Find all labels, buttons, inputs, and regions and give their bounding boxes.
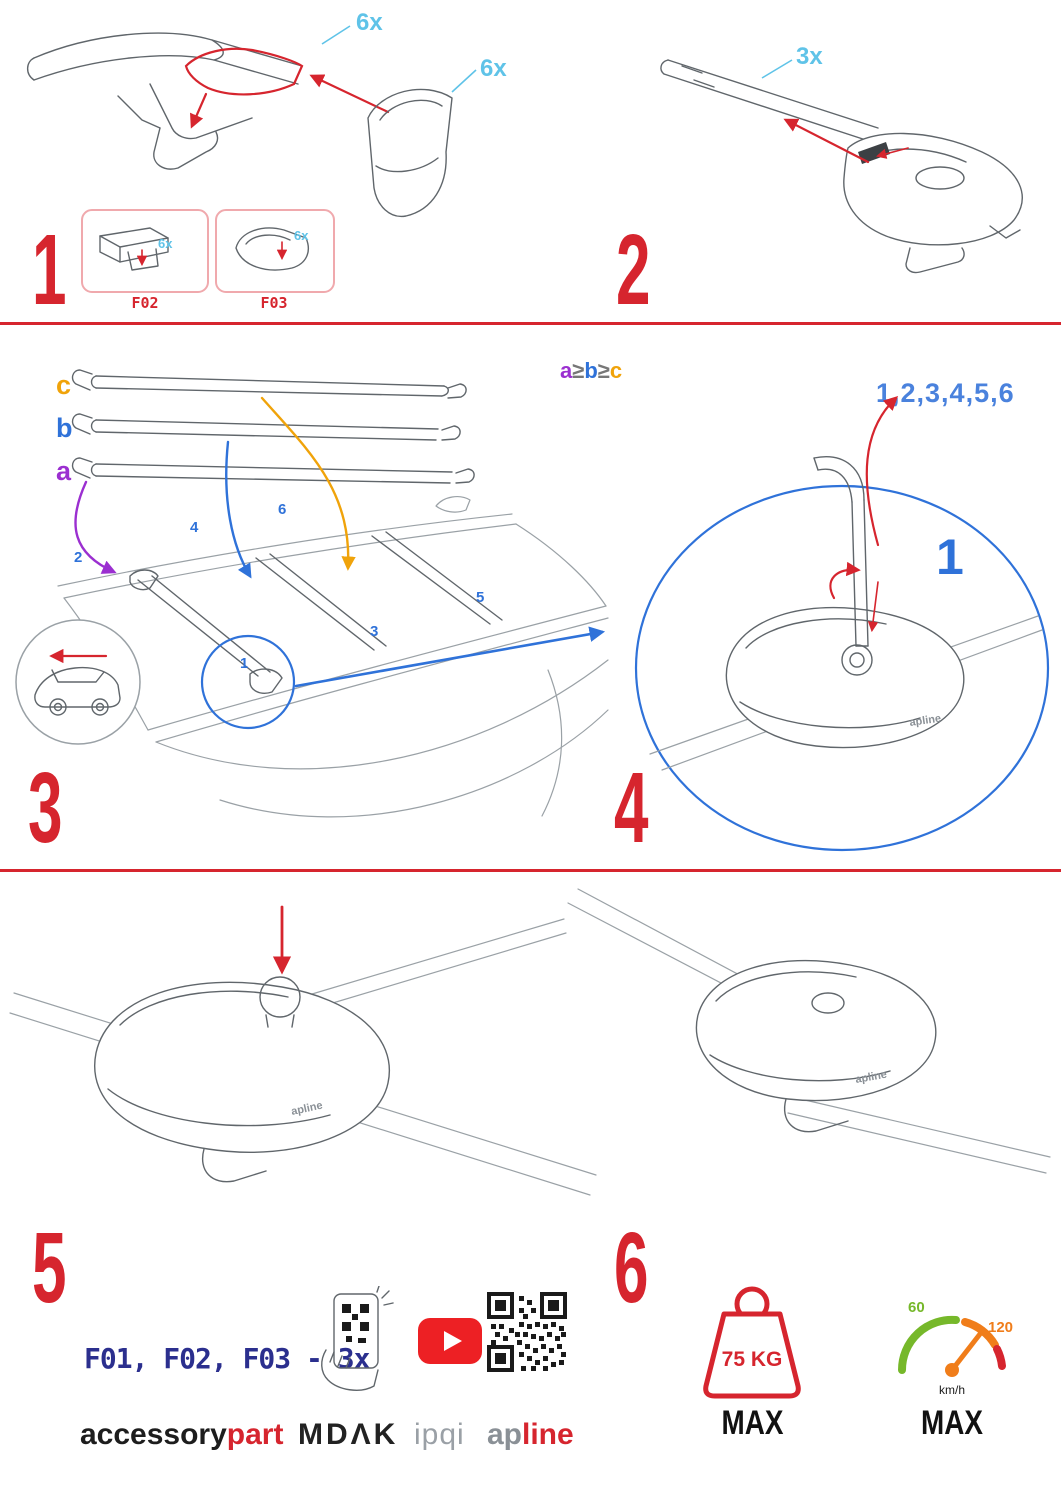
part-box-f02: 6x F02 (81, 209, 209, 312)
brand-accessorypart: accessorypart (80, 1418, 283, 1452)
qty-label-right: 6x (480, 55, 507, 82)
speedometer-icon: 60 120 km/h (897, 1299, 1013, 1397)
brand-apline-red: line (522, 1418, 574, 1451)
step-5-illustration: apline (9, 905, 597, 1196)
phone-qr-pattern (342, 1304, 369, 1343)
youtube-icon (418, 1318, 482, 1364)
tighten-sequence-label: 1,2,3,4,5,6 (876, 378, 1015, 408)
guide-curve-c (260, 396, 356, 571)
step-2-illustration: 3x (660, 43, 1023, 274)
roof-bar-end-drawing (26, 32, 303, 170)
car-roof-drawing (57, 496, 609, 818)
qty-leader-line (451, 69, 477, 93)
qr-scan-phone-icon (321, 1286, 394, 1391)
first-position-callout: 1 (936, 529, 964, 585)
crossbars-abc-drawing (71, 369, 475, 484)
step-1-number: 1 (32, 214, 66, 326)
end-cover-piece-drawing (367, 88, 453, 218)
f02-qty-label: 6x (158, 236, 173, 251)
position-label-5: 5 (476, 589, 484, 606)
position-label-6: 6 (278, 501, 286, 518)
clamp-knob-drawing (94, 976, 390, 1183)
speed-high-label: 120 (988, 1319, 1013, 1336)
qr-code (487, 1292, 567, 1372)
clamp-focus-circle (200, 634, 296, 730)
guide-curve-b (225, 440, 252, 579)
speed-unit-label: km/h (939, 1383, 965, 1397)
insert-arrow (875, 147, 909, 159)
step-6-illustration: apline (567, 888, 1051, 1174)
max-weight-icon: 75 KG (703, 1286, 801, 1399)
bar-label-a: a (56, 456, 72, 486)
brand-accessorypart-red: part (226, 1418, 284, 1451)
brand-apline-grey: ap (487, 1418, 523, 1451)
slide-direction-arrow (783, 118, 870, 164)
rule-ge2: ≥ (597, 358, 610, 383)
step-3-illustration: c b a 2 4 6 3 (15, 369, 609, 818)
section-divider-2 (0, 869, 1061, 872)
step-3-number: 3 (28, 752, 62, 864)
cover-highlight-outline (184, 47, 390, 129)
rotate-arrow (829, 561, 861, 600)
brand-mdak: MDΛK (298, 1418, 399, 1451)
speed-low-label: 60 (908, 1299, 925, 1316)
position-label-3: 3 (370, 623, 378, 640)
rule-c: c (609, 358, 623, 383)
f02-part-code: F02 (131, 294, 158, 312)
brand-accessorypart-black: accessory (80, 1418, 227, 1451)
step-5-number: 5 (32, 1212, 66, 1324)
bar-and-clamp-drawing (660, 59, 1023, 274)
position-label-4: 4 (190, 519, 199, 536)
rule-b: b (584, 358, 598, 383)
mounted-clamp-drawing (695, 959, 937, 1133)
position-label-1: 1 (240, 655, 248, 672)
rule-a: a (560, 358, 573, 383)
insert-key-arrow (867, 581, 879, 633)
rule-ge1: ≥ (572, 358, 585, 383)
f03-qty-label: 6x (294, 228, 309, 243)
qty-leader-line (761, 59, 793, 79)
bar-label-c: c (56, 370, 71, 400)
zoom-circle (634, 484, 1050, 852)
clamp-brand-logo: apline (854, 1069, 887, 1086)
car-direction-inset (15, 619, 141, 745)
section-divider-1 (0, 322, 1061, 325)
step-2-number: 2 (616, 214, 650, 326)
sequence-arrow (865, 396, 899, 547)
step-4-number: 4 (614, 752, 648, 864)
length-order-rule: a≥b≥c (560, 358, 622, 384)
clamp-brand-logo: apline (909, 713, 942, 729)
qty-label-top: 6x (356, 9, 383, 36)
f03-part-code: F03 (260, 294, 287, 312)
bar-label-b: b (56, 413, 73, 443)
step-4-illustration: apline 1 (634, 396, 1050, 852)
clamp-slot (858, 142, 890, 164)
zoom-arrow (294, 626, 606, 688)
guide-curve-a (74, 480, 117, 574)
max-weight-label: MAX (721, 1404, 784, 1442)
brand-apline: apline (487, 1418, 574, 1452)
part-box-f03: 6x F03 (215, 209, 335, 312)
max-weight-value: 75 KG (722, 1348, 783, 1371)
position-label-2: 2 (74, 549, 82, 566)
step-1-illustration: 6x 6x 6x F02 6x F03 (26, 9, 507, 312)
brand-ipqi: ipqi (414, 1418, 465, 1451)
mounted-crossbars-drawing (129, 531, 503, 694)
clamp-with-hex-key-drawing (725, 456, 965, 749)
max-speed-label: MAX (921, 1404, 983, 1442)
step-6-number: 6 (614, 1212, 648, 1324)
qty-label-3x: 3x (796, 43, 823, 70)
qty-leader-line (321, 25, 351, 45)
